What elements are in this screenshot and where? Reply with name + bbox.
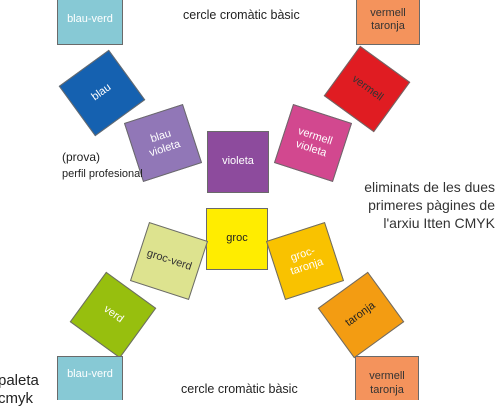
swatch-label: vermell taronja: [369, 370, 405, 396]
swatch-blau-verd-bottom: blau-verd: [57, 356, 123, 400]
swatch-groc: groc: [206, 208, 268, 270]
top-title: cercle cromàtic bàsic: [183, 8, 300, 22]
swatch-label: groc-taronja: [288, 244, 325, 278]
right-note: eliminats de les dues primeres pàgines d…: [364, 178, 495, 232]
swatch-label: vermell taronja: [370, 6, 406, 32]
swatch-label: blau violeta: [147, 127, 182, 160]
swatch-vermell-violeta: vermell violeta: [273, 103, 353, 183]
swatch-label: verd: [101, 303, 126, 326]
swatch-groc-taronja: groc-taronja: [265, 221, 345, 301]
perfil-label: perfil profesional: [62, 168, 143, 180]
swatch-label: groc: [226, 232, 248, 245]
swatch-blau-verd-top: blau-verd: [57, 0, 123, 45]
swatch-label: blau-verd: [67, 13, 113, 26]
prova-label: (prova): [62, 150, 101, 164]
note-line-1: eliminats de les dues: [364, 179, 495, 195]
swatch-groc-verd: groc-verd: [129, 221, 209, 301]
swatch-label: blau: [89, 81, 114, 104]
note-line-2: primeres pàgines de: [368, 197, 495, 213]
paleta-label: paleta cmyk: [0, 372, 39, 408]
paleta-line-2: cmyk: [0, 390, 33, 407]
swatch-label: taronja: [343, 299, 378, 330]
paleta-line-1: paleta: [0, 372, 39, 389]
note-line-3: l'arxiu Itten CMYK: [383, 215, 495, 231]
swatch-vermell-taronja-top: vermell taronja: [356, 0, 420, 45]
swatch-vermell-taronja-bottom: vermell taronja: [355, 356, 419, 400]
swatch-label: vermell violeta: [294, 124, 334, 160]
bottom-title: cercle cromàtic bàsic: [181, 382, 298, 396]
swatch-label: groc-verd: [145, 247, 194, 274]
swatch-label: blau-verd: [67, 367, 113, 380]
swatch-label: vermell: [349, 73, 386, 104]
swatch-violeta: violeta: [207, 131, 269, 193]
swatch-label: violeta: [222, 155, 254, 168]
